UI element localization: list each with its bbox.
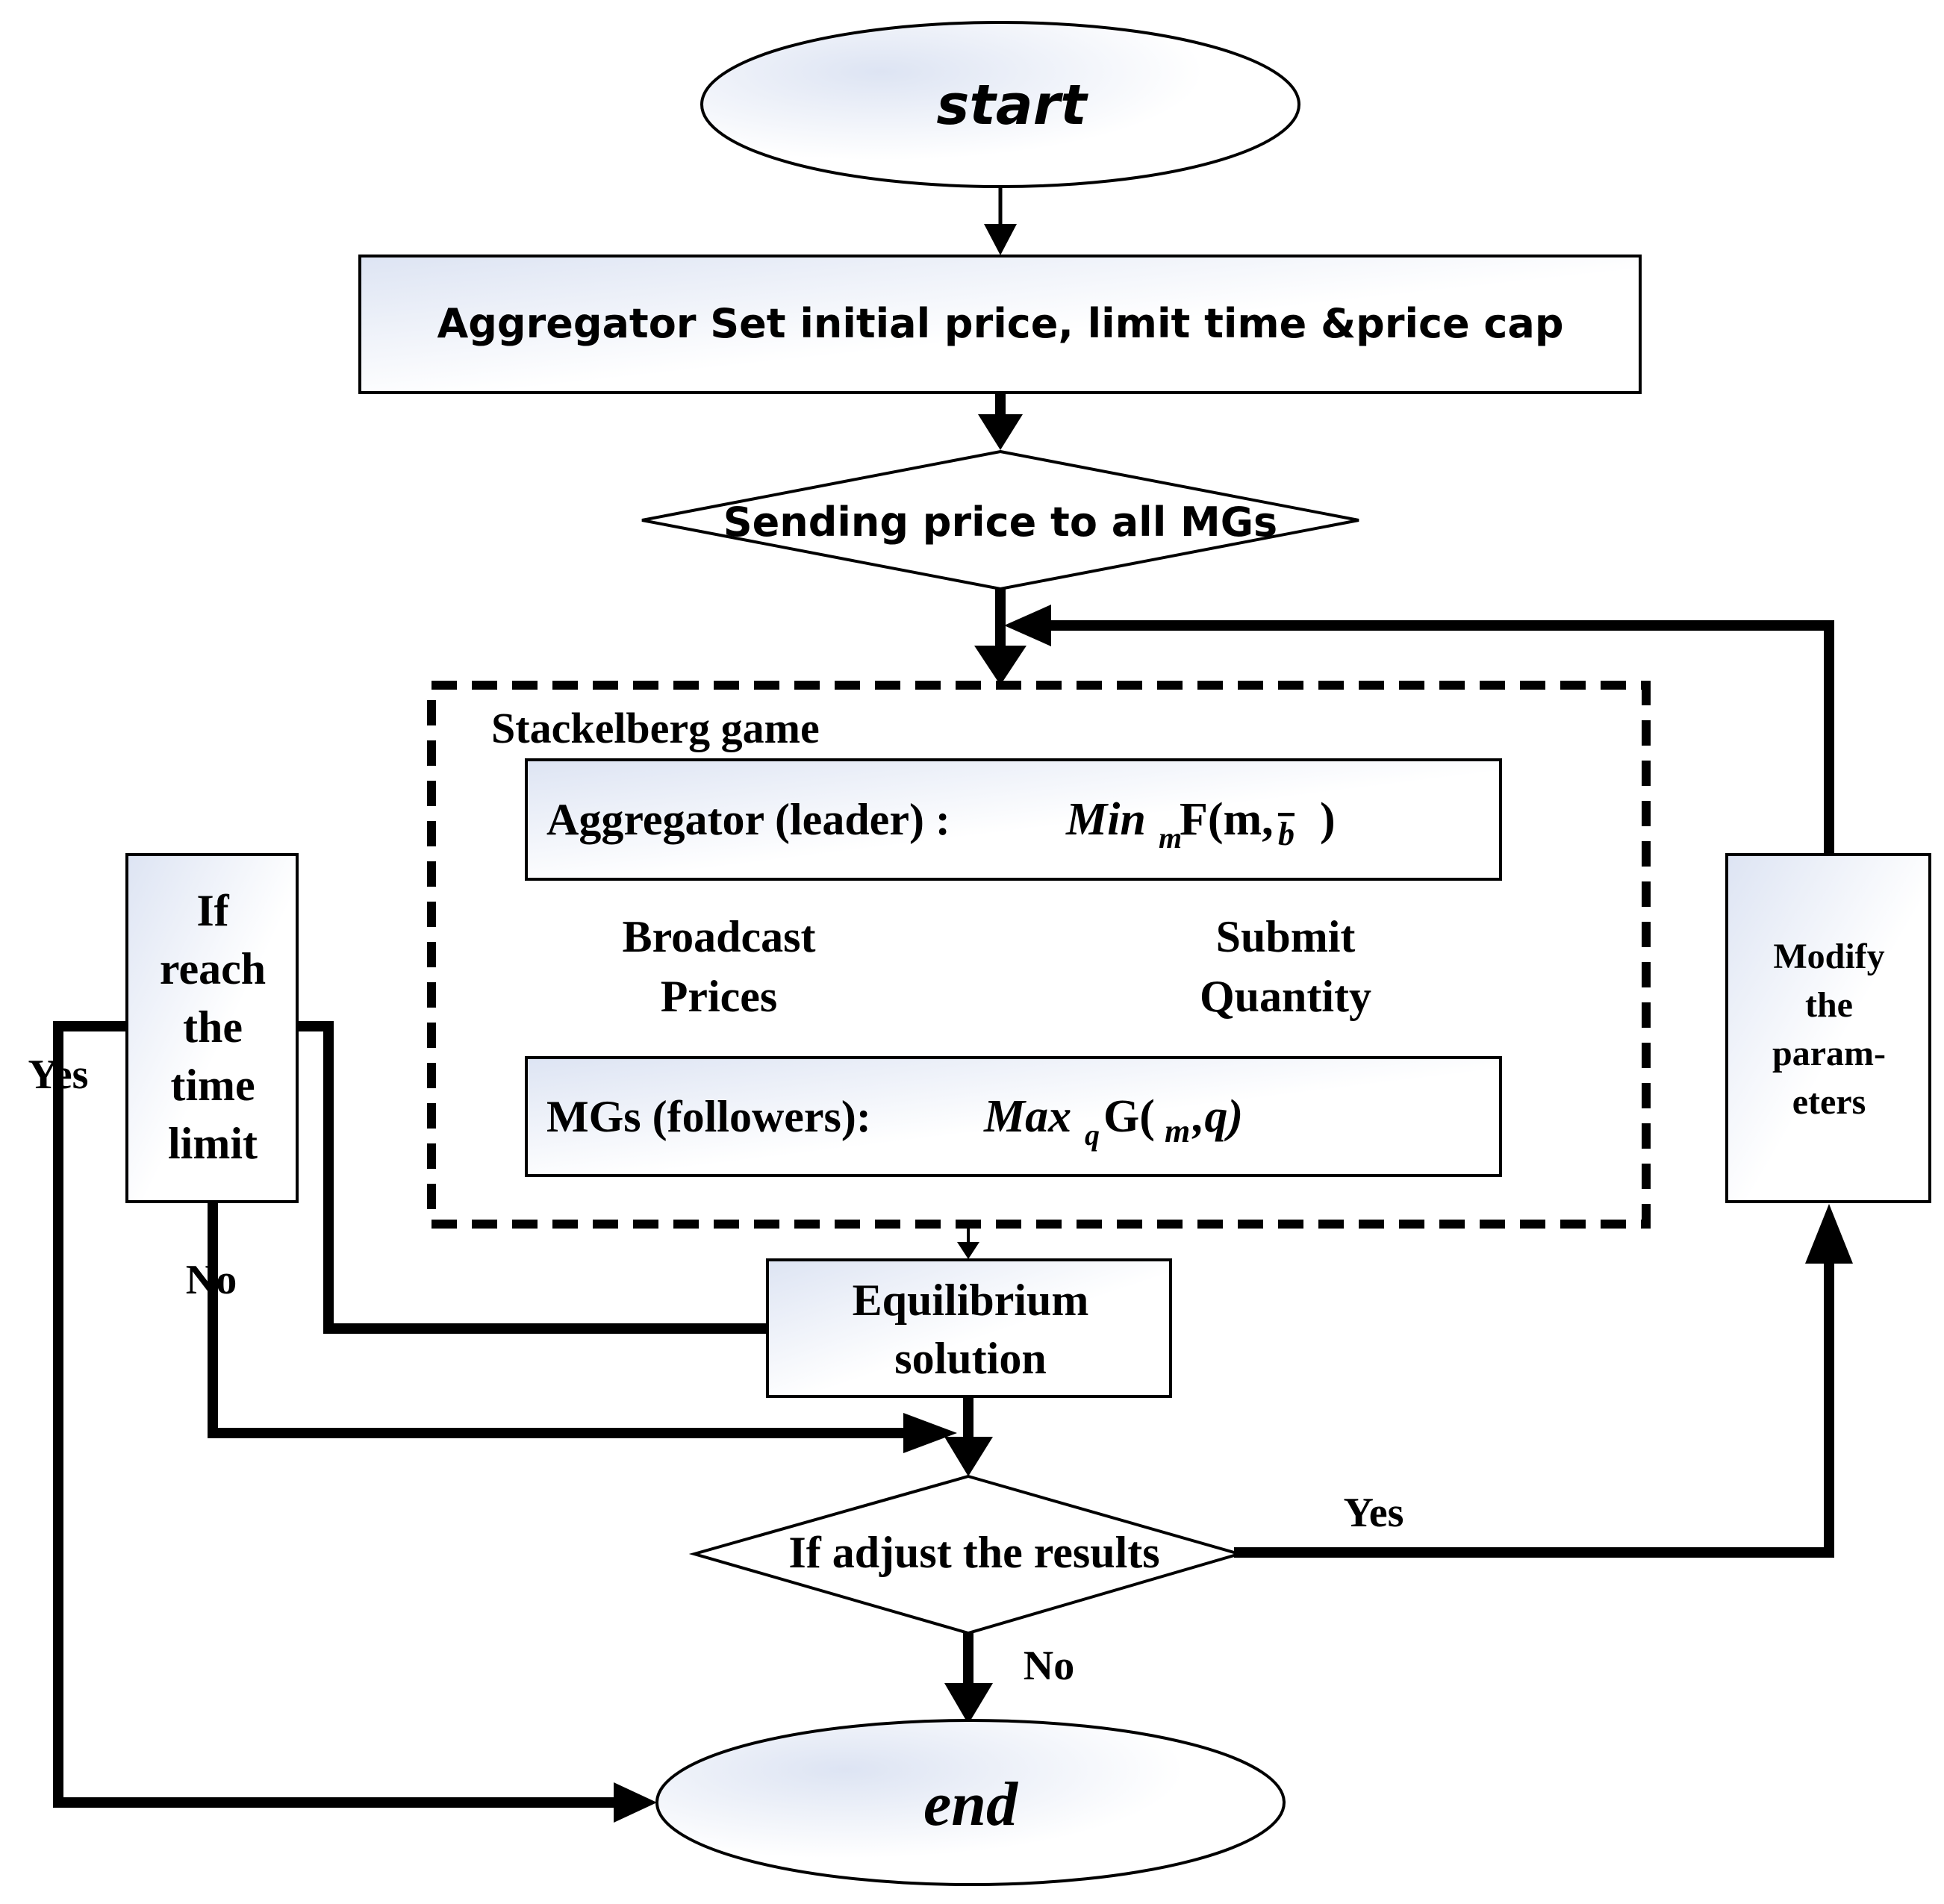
edge-modify-loop-back	[1040, 620, 1834, 860]
equilibrium-line-1: Equilibrium	[853, 1276, 1089, 1325]
modify-line-2: the	[1805, 985, 1853, 1025]
broadcast-line-2: Prices	[661, 972, 778, 1021]
leader-formula-sub: m	[1159, 821, 1182, 855]
arrowhead-timelimit-yes	[614, 1782, 657, 1823]
edge-timelimit-yes-to-end	[53, 1021, 625, 1808]
time-limit-yes-label: Yes	[28, 1052, 89, 1098]
equilibrium-box	[766, 1258, 1172, 1398]
time-limit-box	[125, 853, 299, 1203]
sending-label: Sending price to all MGs	[723, 499, 1277, 546]
adjust-label: If adjust the results	[788, 1528, 1159, 1577]
modify-line-3: param-	[1772, 1034, 1886, 1073]
modify-line-4: eters	[1792, 1082, 1866, 1122]
arrowhead-timelimit-no	[903, 1413, 957, 1453]
aggregator-set-label: Aggregator Set initial price, limit time…	[437, 300, 1563, 347]
adjust-no-label: No	[1024, 1643, 1074, 1689]
leader-formula-head: Min	[1065, 794, 1146, 845]
adjust-yes-label: Yes	[1344, 1490, 1404, 1536]
start-label: start	[936, 73, 1088, 137]
followers-formula-sub: q	[1085, 1118, 1100, 1152]
arrowhead-aggregator	[984, 224, 1017, 255]
leader-formula-close: )	[1320, 794, 1336, 845]
stackelberg-game-title: Stackelberg game	[491, 704, 820, 752]
submit-line-2: Quantity	[1200, 972, 1371, 1021]
time-limit-label: If reach the time limit	[160, 886, 266, 1168]
time-limit-line-3: the	[183, 1002, 243, 1052]
end-terminal	[655, 1719, 1286, 1886]
connectors	[53, 184, 1834, 1808]
time-limit-line-4: time	[170, 1061, 255, 1110]
leader-formula: Min m F(m, b )	[1065, 794, 1336, 855]
arrowhead-adjust	[944, 1437, 993, 1476]
modify-line-1: Modify	[1773, 937, 1884, 976]
edge-equilibrium-to-timelimit	[292, 1021, 773, 1334]
adjust-decision	[688, 1474, 1245, 1635]
arrowhead-loop-back	[1004, 605, 1051, 646]
arrowhead-end	[944, 1683, 993, 1724]
broadcast-line-1: Broadcast	[623, 912, 816, 961]
time-limit-line-2: reach	[160, 944, 266, 993]
followers-label: MGs (followers):	[546, 1092, 871, 1141]
edge-adjust-yes-to-modify	[1234, 1256, 1834, 1558]
modify-box	[1725, 853, 1931, 1203]
arrowhead-game	[974, 646, 1026, 685]
leader-box	[525, 758, 1502, 881]
sending-decision	[641, 449, 1359, 591]
followers-formula: Max q G( m ,q)	[983, 1091, 1243, 1152]
aggregator-set-box	[358, 255, 1642, 394]
time-limit-line-5: limit	[168, 1119, 258, 1168]
followers-box	[525, 1056, 1502, 1177]
equilibrium-line-2: solution	[894, 1334, 1046, 1383]
arrowhead-equilibrium	[957, 1242, 979, 1259]
submit-line-1: Submit	[1216, 912, 1356, 961]
leader-formula-overline: b	[1278, 816, 1295, 852]
edge-timelimit-no-to-adjust	[208, 1196, 916, 1438]
end-label: end	[923, 1770, 1019, 1839]
leader-label: Aggregator (leader) :	[546, 795, 950, 844]
start-terminal	[700, 21, 1300, 188]
followers-formula-close: ,q)	[1191, 1091, 1243, 1142]
time-limit-no-label: No	[186, 1257, 237, 1303]
leader-formula-tail: F(m,	[1180, 794, 1274, 845]
arrowhead-modify	[1805, 1204, 1853, 1264]
followers-formula-tail: G(	[1103, 1091, 1155, 1142]
arrowhead-sending	[978, 414, 1023, 450]
followers-formula-mid: m	[1165, 1113, 1190, 1149]
modify-label: Modify the param- eters	[1772, 937, 1886, 1122]
time-limit-line-1: If	[196, 886, 229, 935]
followers-formula-head: Max	[983, 1091, 1071, 1142]
